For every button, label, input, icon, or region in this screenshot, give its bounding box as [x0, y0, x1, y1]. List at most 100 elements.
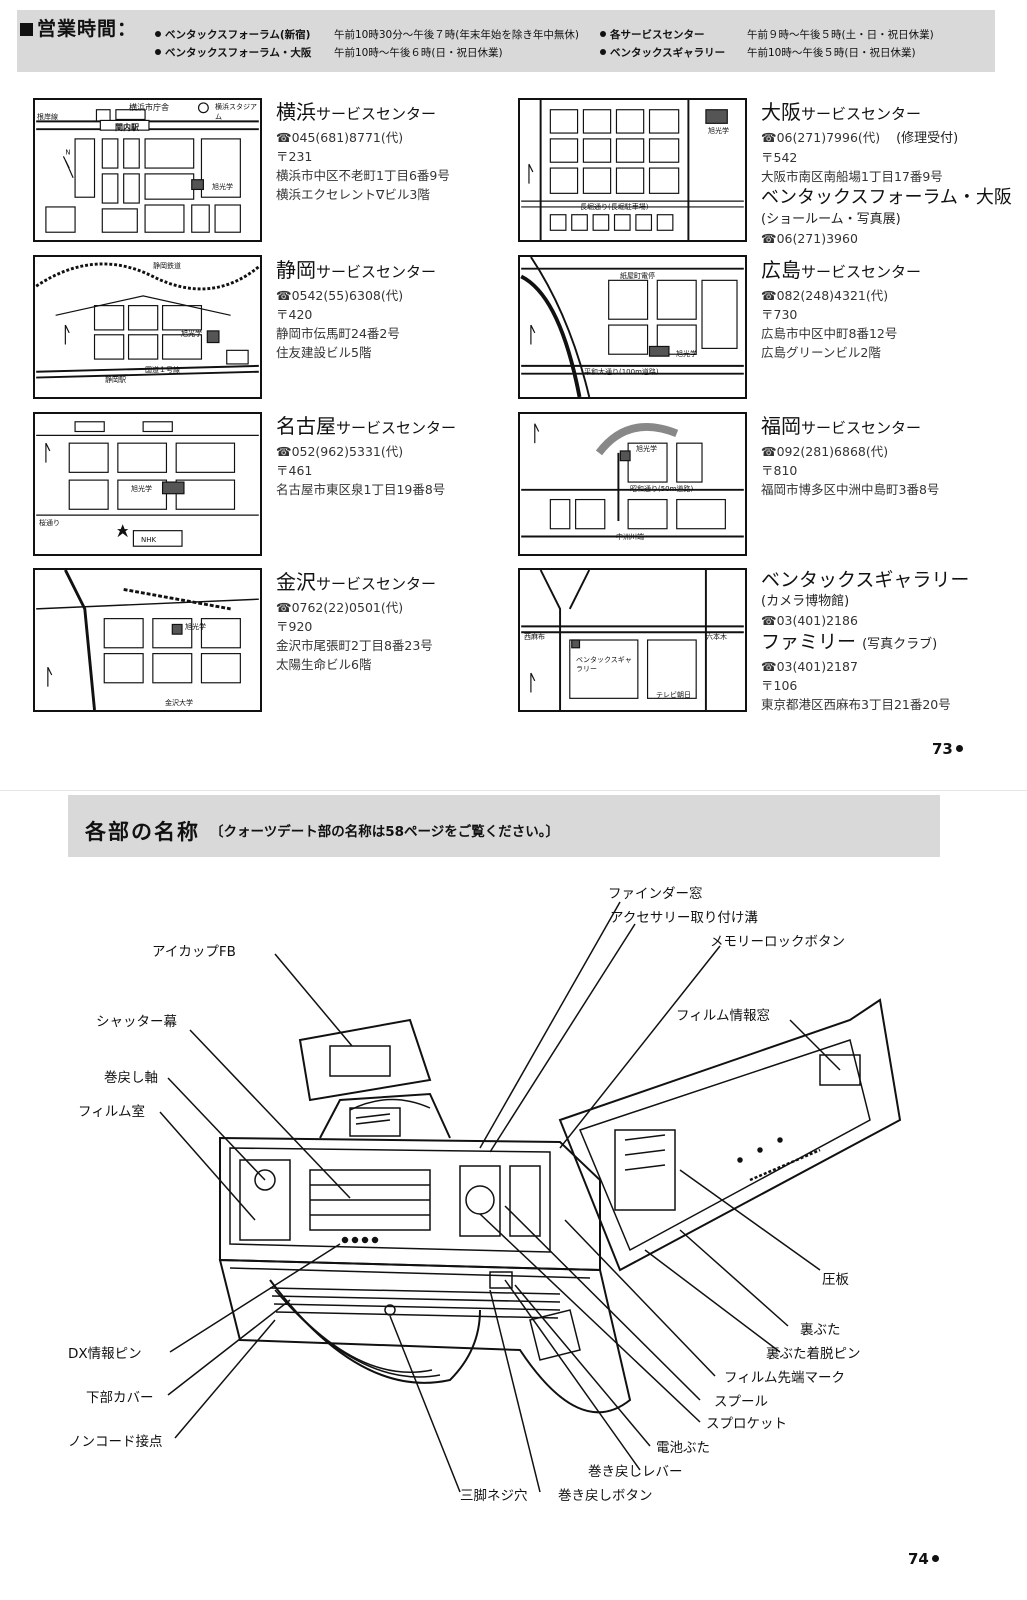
map-label: ベンタックスギャラリー	[576, 656, 632, 673]
hiroshima-center-info: 広島サービスセンター ☎082(248)4321(代) 〒730 広島市中区中町…	[761, 258, 1001, 362]
map-label: 根岸線	[37, 113, 58, 121]
map-label: テレビ朝日	[656, 691, 691, 699]
map-fukuoka: 旭光学 昭和通り(50m道路) 中洲川端	[518, 412, 747, 556]
part-label-sprocket: スプロケット	[706, 1416, 787, 1432]
map-label: 旭光学	[708, 127, 729, 135]
bullet-icon	[155, 49, 161, 55]
map-nagoya: 旭光学 NHK 桜通り	[33, 412, 262, 556]
part-label-accessory-groove: アクセサリー取り付け溝	[610, 910, 758, 926]
map-label: 昭和通り(50m道路)	[630, 485, 694, 493]
map-hiroshima: 紙屋町電停 旭光学 平和大通り(100m道路)	[518, 255, 747, 399]
map-label: 旭光学	[131, 485, 152, 493]
center-name: 横浜サービスセンター	[276, 100, 437, 124]
map-label: 紙屋町電停	[620, 272, 655, 280]
center-name: 名古屋サービスセンター	[276, 414, 457, 438]
part-label-back-cover-pin: 裏ぶた着脱ピン	[766, 1346, 861, 1362]
parts-title: 各部の名称	[85, 820, 200, 844]
gallery-info: ベンタックスギャラリー (カメラ博物館) ☎03(401)2186 ファミリー …	[761, 568, 1001, 714]
family-name: ファミリー (写真クラブ)	[761, 631, 938, 653]
svg-text:N: N	[65, 148, 70, 156]
part-label-shutter-curtain: シャッター幕	[96, 1014, 177, 1030]
hours-time-3: 午前９時〜午後５時(土・日・祝日休業)	[747, 29, 934, 41]
part-label-spool: スプール	[714, 1394, 768, 1410]
part-label-eyecup: アイカップFB	[152, 944, 236, 960]
forum-phone: ☎06(271)3960	[761, 231, 858, 246]
gallery-zip: 〒106	[761, 678, 798, 693]
part-label-memory-lock-button: メモリーロックボタン	[710, 934, 845, 950]
hours-place-2: ベンタックスフォーラム・大阪	[155, 45, 311, 60]
gallery-name: ベンタックスギャラリー	[761, 569, 970, 591]
part-label-film-leader-mark: フィルム先端マーク	[724, 1370, 845, 1386]
parts-title-banner	[68, 795, 940, 857]
yokohama-center-info: 横浜サービスセンター ☎045(681)8771(代) 〒231 横浜市中区不老…	[276, 100, 516, 204]
part-label-tripod-socket: 三脚ネジ穴	[460, 1488, 528, 1504]
map-label: 六本木	[706, 633, 727, 641]
center-phone: ☎052(962)5331(代)	[276, 444, 404, 459]
page-number: 73	[932, 740, 963, 758]
camera-illustration	[159, 901, 902, 1493]
bullet-icon	[600, 31, 606, 37]
map-label: 横浜市庁舎	[129, 103, 169, 112]
bullet-icon	[155, 31, 161, 37]
center-name: 広島サービスセンター	[761, 258, 922, 282]
part-label-rewind-button: 巻き戻しボタン	[558, 1488, 653, 1504]
center-phone: ☎0762(22)0501(代)	[276, 600, 404, 615]
map-label: 平和大通り(100m道路)	[584, 368, 659, 376]
center-address: 福岡市博多区中洲中島町3番8号	[761, 482, 940, 497]
center-zip: 〒730	[761, 307, 798, 322]
part-label-bottom-cover: 下部カバー	[86, 1390, 154, 1406]
center-address: 金沢市尾張町2丁目8番23号	[276, 638, 433, 653]
map-yokohama: N 横浜市庁舎 横浜スタジアム 関内駅 旭光学 根岸線	[33, 98, 262, 242]
part-label-dx-pins: DX情報ピン	[68, 1346, 142, 1362]
map-label: 長堀通り(長堀駐車場)	[580, 203, 649, 211]
map-label: 旭光学	[676, 350, 697, 358]
business-hours-title: 営業時間：	[20, 14, 137, 41]
map-label: 静岡鉄道	[153, 262, 181, 270]
map-label: 桜通り	[39, 519, 60, 527]
center-zip: 〒810	[761, 463, 798, 478]
center-address: 静岡市伝馬町24番2号	[276, 326, 400, 341]
center-zip: 〒920	[276, 619, 313, 634]
center-phone: ☎0542(55)6308(代)	[276, 288, 404, 303]
part-label-viewfinder-window: ファインダー窓	[608, 886, 703, 902]
osaka-center-info: 大阪サービスセンター ☎06(271)7996(代) (修理受付) 〒542 大…	[761, 100, 1012, 248]
page-divider	[0, 790, 1027, 791]
map-shizuoka: 静岡鉄道 旭光学 静岡駅 国道１号線	[33, 255, 262, 399]
center-building: 広島グリーンビル2階	[761, 345, 881, 360]
nagoya-center-info: 名古屋サービスセンター ☎052(962)5331(代) 〒461 名古屋市東区…	[276, 414, 516, 499]
family-phone: ☎03(401)2187	[761, 659, 858, 674]
map-osaka: 長堀通り(長堀駐車場) 旭光学	[518, 98, 747, 242]
center-name: 大阪サービスセンター	[761, 100, 922, 124]
gallery-address: 東京都港区西麻布3丁目21番20号	[761, 697, 951, 712]
center-zip: 〒420	[276, 307, 313, 322]
map-label: 旭光学	[185, 623, 206, 631]
map-label: 旭光学	[181, 330, 202, 338]
center-address: 横浜市中区不老町1丁目6番9号	[276, 168, 450, 183]
center-name: 福岡サービスセンター	[761, 414, 922, 438]
map-label: 横浜スタジアム	[215, 103, 257, 121]
map-label: 静岡駅	[105, 376, 126, 384]
map-kanazawa: 旭光学 金沢大学	[33, 568, 262, 712]
gallery-note: (カメラ博物館)	[761, 594, 850, 609]
map-label: 国道１号線	[145, 366, 180, 374]
center-building: 太陽生命ビル6階	[276, 657, 372, 672]
map-label: 旭光学	[212, 183, 233, 191]
map-label: 旭光学	[636, 445, 657, 453]
center-phone: ☎045(681)8771(代)	[276, 130, 404, 145]
page-number: 74	[908, 1550, 939, 1568]
map-label: 金沢大学	[165, 699, 193, 707]
part-label-film-chamber: フィルム室	[78, 1104, 145, 1120]
center-zip: 〒231	[276, 149, 313, 164]
center-zip: 〒461	[276, 463, 313, 478]
center-phone: ☎06(271)7996(代) (修理受付)	[761, 130, 959, 146]
center-address: 大阪市南区南船場1丁目17番9号	[761, 169, 943, 184]
map-tokyo-gallery: 西麻布 六本木 ベンタックスギャラリー テレビ朝日	[518, 568, 747, 712]
shizuoka-center-info: 静岡サービスセンター ☎0542(55)6308(代) 〒420 静岡市伝馬町2…	[276, 258, 516, 362]
square-bullet-icon	[20, 23, 33, 36]
hours-place-4: ベンタックスギャラリー	[600, 45, 725, 60]
hours-place-1: ベンタックスフォーラム(新宿)	[155, 27, 310, 42]
forum-note: (ショールーム・写真展)	[761, 212, 901, 227]
hours-time-1: 午前10時30分〜午後７時(年末年始を除き年中無休)	[334, 29, 579, 41]
center-name: 静岡サービスセンター	[276, 258, 437, 282]
business-hours-banner	[17, 10, 995, 72]
